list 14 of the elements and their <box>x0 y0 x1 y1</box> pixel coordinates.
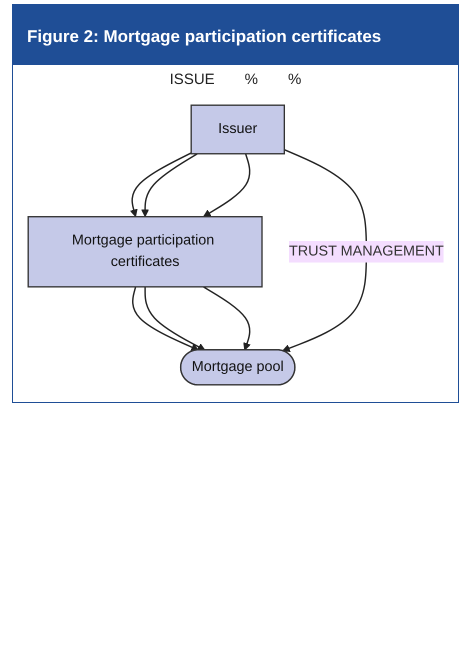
arrow <box>129 152 192 218</box>
arrow <box>132 286 198 351</box>
edge-label: TRUST MANAGEMENT <box>288 244 444 259</box>
figure-title: Figure 2: Mortgage participation certificates <box>13 5 458 65</box>
annotation-text: % <box>244 71 258 88</box>
annotation-text: % <box>288 71 302 88</box>
arrow <box>140 153 198 218</box>
node-box: Issuer <box>190 104 284 154</box>
arrow <box>202 154 250 218</box>
node-box: Mortgage participation certificates <box>27 216 262 288</box>
arrow <box>144 286 205 351</box>
arrow <box>282 149 367 352</box>
annotation-text: ISSUE <box>170 71 215 88</box>
arrow <box>202 286 250 351</box>
